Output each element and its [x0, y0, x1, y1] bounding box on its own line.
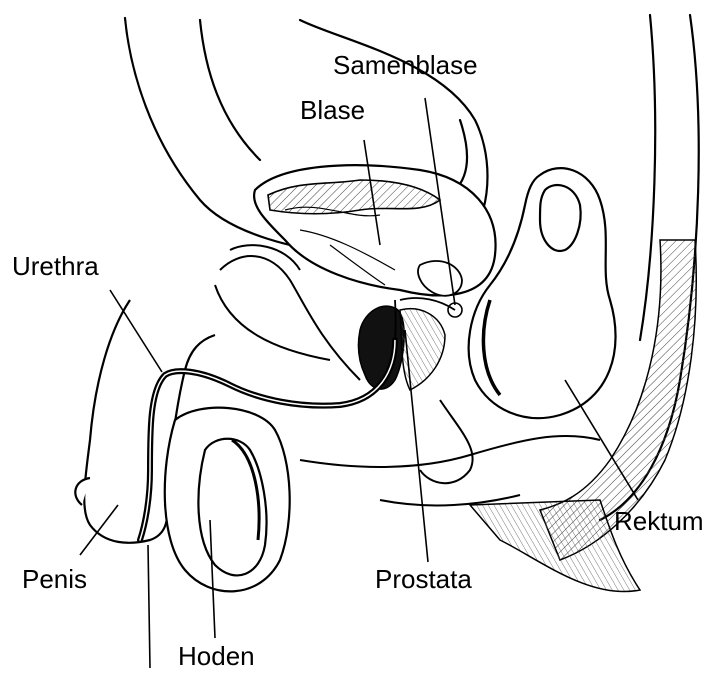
label-prostata: Prostata — [375, 566, 472, 592]
label-urethra: Urethra — [12, 253, 99, 279]
label-blase: Blase — [300, 97, 365, 123]
scrotum-testis — [165, 408, 290, 592]
prostate — [358, 306, 445, 390]
rectum — [469, 168, 616, 418]
label-rektum: Rektum — [614, 508, 704, 534]
label-samenblase: Samenblase — [333, 52, 478, 78]
label-hoden: Hoden — [178, 643, 255, 669]
label-penis: Penis — [22, 566, 87, 592]
